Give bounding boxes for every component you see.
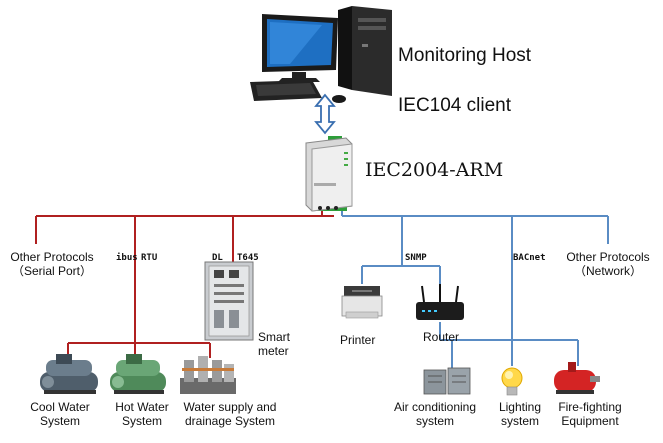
other-protocols-serial-label: Other Protocols （Serial Port）	[10, 250, 94, 278]
bacnet-protocol-label: BACnet	[513, 253, 546, 263]
cool-water-chiller-icon	[40, 354, 98, 394]
smart-meter-cabinet-icon	[204, 261, 254, 341]
printer-label: Printer	[340, 333, 376, 347]
network-bus-lines	[341, 211, 609, 368]
t645-protocol-label: T645	[237, 253, 259, 263]
fire-fighting-equipment-label: Fire-fighting Equipment	[558, 400, 622, 428]
cool-water-system-label: Cool Water System	[30, 400, 90, 428]
double-arrow-icon	[314, 93, 336, 135]
water-pump-system-icon	[180, 356, 236, 394]
router-label: Router	[423, 330, 460, 344]
other-protocols-network-label: Other Protocols （Network）	[566, 250, 650, 278]
monitoring-host-title: Monitoring Host	[398, 45, 532, 66]
printer-icon	[341, 286, 383, 319]
modbus-protocol-label: ibus	[116, 253, 138, 263]
hot-water-system-label: Hot Water System	[115, 400, 169, 428]
rtu-protocol-label: RTU	[141, 253, 158, 263]
air-conditioning-units-icon	[423, 367, 471, 395]
lighting-system-label: Lighting system	[498, 400, 542, 428]
hot-water-unit-icon	[110, 354, 166, 394]
gateway-name: IEC2004-ARM	[365, 159, 504, 181]
air-conditioning-system-label: Air conditioning system	[393, 400, 477, 428]
dl-protocol-label: DL	[212, 253, 223, 263]
computer-icon	[250, 6, 392, 103]
serial-bus-lines	[35, 211, 334, 358]
water-supply-drainage-label: Water supply and drainage System	[183, 400, 277, 428]
iec104-client-label: IEC104 client	[398, 95, 512, 116]
smart-meter-label: Smart meter	[258, 330, 291, 358]
gateway-device-icon	[305, 136, 353, 212]
fire-extinguisher-icon	[554, 362, 600, 394]
snmp-protocol-label: SNMP	[405, 253, 427, 263]
router-icon	[416, 284, 464, 320]
light-bulb-icon	[501, 367, 523, 396]
